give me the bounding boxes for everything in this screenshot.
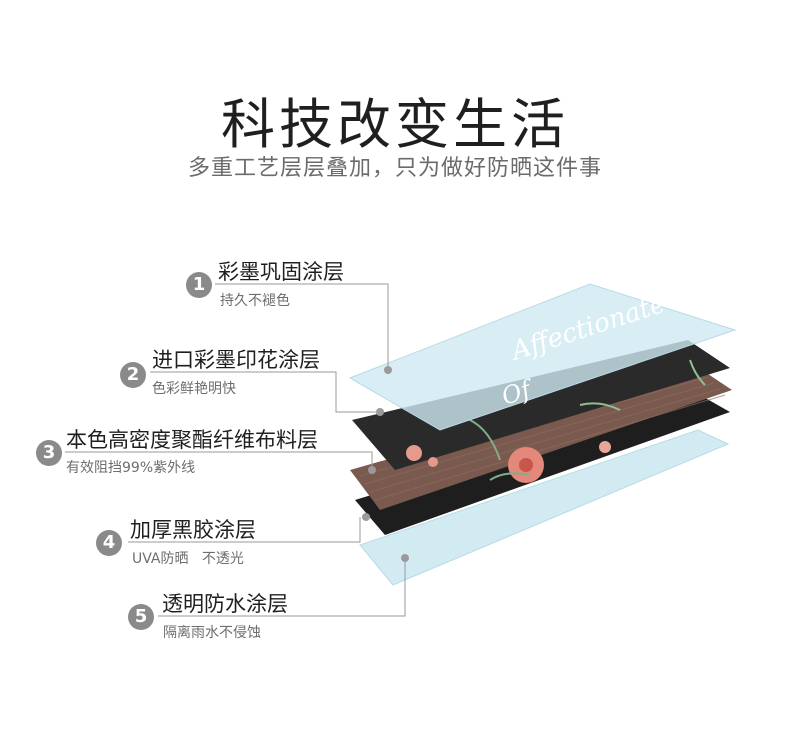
layer-waterproof-coating [359,429,730,586]
layer-number-badge-4: 4 [96,530,122,556]
layer-name-1: 彩墨巩固涂层 [218,260,344,284]
layer-name-3: 本色高密度聚酯纤维布料层 [66,428,318,452]
layer-number-badge-2: 2 [120,362,146,388]
leader-line-1 [215,283,389,370]
layer-number-badge-1: 1 [186,272,212,298]
layer-number-badge-5: 5 [128,604,154,630]
leader-dots [362,366,409,562]
leader-line-4 [128,517,361,543]
layer-number-badge-3: 3 [36,440,62,466]
layer-desc-2: 色彩鲜艳明快 [152,381,236,397]
layer-desc-4: UVA防晒 不透光 [132,551,244,567]
layer-name-2: 进口彩墨印花涂层 [152,348,320,372]
layer-desc-5: 隔离雨水不侵蚀 [163,625,261,641]
layer-reinforcing-coating [348,283,737,431]
layer-name-5: 透明防水涂层 [162,592,288,616]
page-subtitle: 多重工艺层层叠加，只为做好防晒这件事 [187,156,602,181]
leader-line-2 [150,371,380,413]
leader-line-5 [158,558,406,617]
layer-desc-3: 有效阻挡99%紫外线 [66,460,196,476]
leader-lines [65,283,406,617]
leader-line-3 [65,451,373,470]
layer-printed [352,340,730,470]
page-title: 科技改变生活 [221,93,569,156]
layer-name-4: 加厚黑胶涂层 [130,518,256,542]
flower-decoration [406,359,706,483]
layer-desc-1: 持久不褪色 [220,293,290,309]
